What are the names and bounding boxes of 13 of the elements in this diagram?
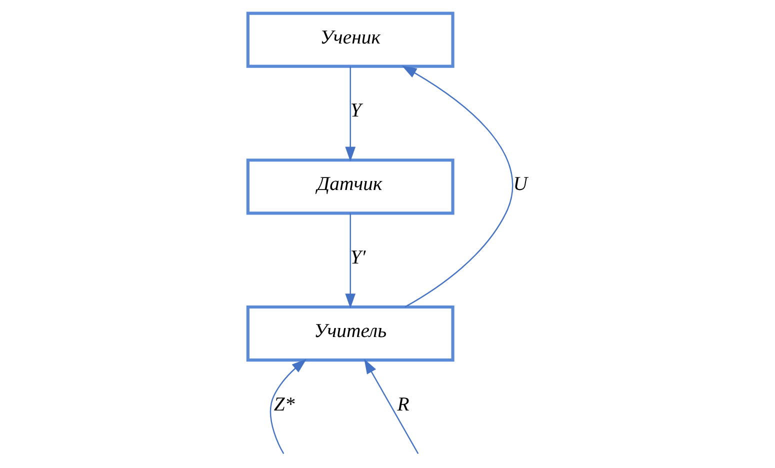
arrow	[364, 358, 418, 454]
node-box: Учитель	[246, 305, 454, 362]
edge-label: Z*	[273, 393, 294, 416]
arrow	[269, 358, 306, 454]
node-box: Датчик	[246, 158, 454, 215]
arrow	[344, 66, 356, 162]
arrow	[401, 66, 513, 308]
edge-label: Y	[350, 100, 361, 122]
edge-label: R	[396, 393, 409, 416]
arrow	[344, 213, 356, 308]
edge-label: Y′	[350, 246, 366, 269]
edge-label: U	[512, 173, 528, 196]
node-box: Ученик	[246, 12, 454, 68]
